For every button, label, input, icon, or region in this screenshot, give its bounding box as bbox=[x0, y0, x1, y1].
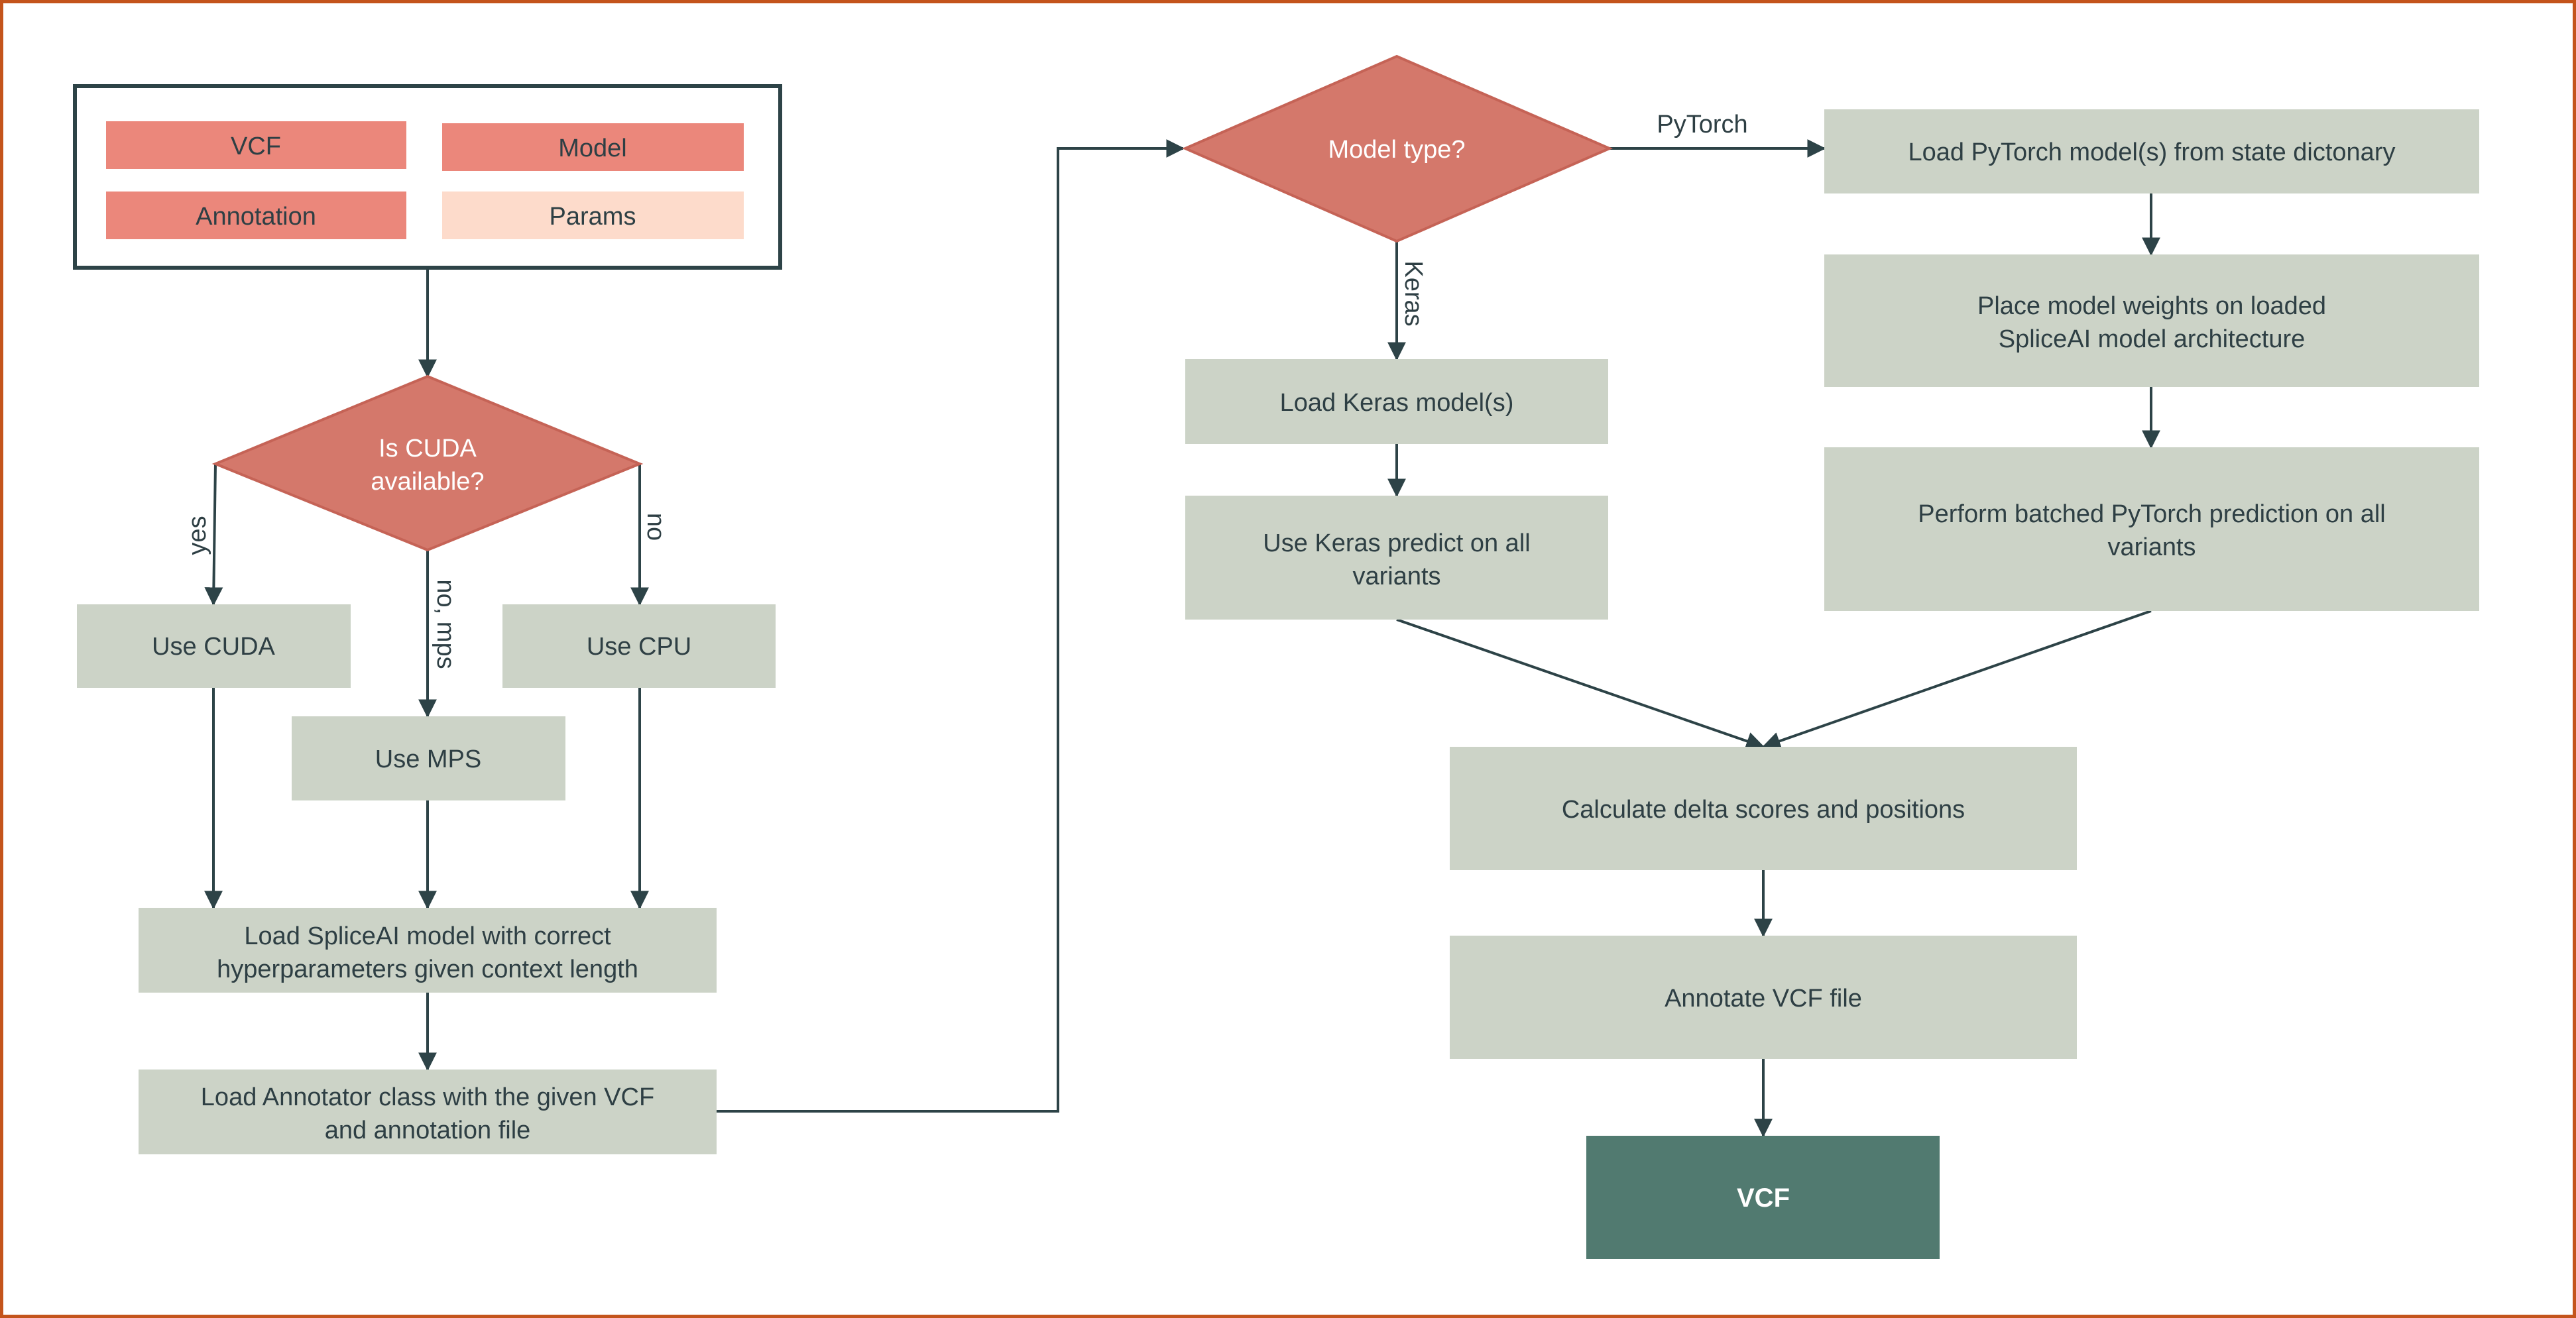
edge-annotator-to-model-type bbox=[716, 139, 1185, 1113]
decision-model-type-shape bbox=[1182, 54, 1613, 243]
step-load-model-line-2: hyperparameters given context length bbox=[217, 956, 638, 983]
step-load-keras: Load Keras model(s) bbox=[1185, 359, 1608, 444]
device-mps: Use MPS bbox=[292, 716, 565, 800]
input-params: Params bbox=[442, 192, 744, 239]
output-vcf: VCF bbox=[1586, 1136, 1940, 1259]
edges bbox=[204, 139, 2160, 1138]
step-delta-scores: Calculate delta scores and positions bbox=[1450, 747, 2077, 870]
step-load-annotator-line-1: Load Annotator class with the given VCF bbox=[201, 1083, 654, 1111]
input-annotation-label: Annotation bbox=[196, 203, 316, 231]
decision-cuda-shape bbox=[211, 374, 644, 552]
step-place-weights-line-1: Place model weights on loaded bbox=[1977, 292, 2326, 320]
step-place-weights-line-2: SpliceAI model architecture bbox=[1999, 325, 2306, 353]
device-cuda-box bbox=[77, 604, 351, 688]
step-annotate-vcf: Annotate VCF file bbox=[1450, 936, 2077, 1059]
input-group: VCF Model Annotation Params bbox=[73, 84, 782, 270]
edge-pytorch-predict-to-delta bbox=[1761, 610, 2152, 750]
edge-keras-predict-to-delta bbox=[1396, 618, 1765, 750]
device-mps-label: Use MPS bbox=[375, 745, 481, 773]
decision-model-type: Model type? bbox=[1182, 54, 1613, 243]
input-model: Model bbox=[442, 123, 744, 171]
step-load-model-box bbox=[139, 908, 717, 993]
input-group-border bbox=[73, 84, 782, 270]
step-keras-predict-box bbox=[1185, 496, 1608, 620]
input-annotation: Annotation bbox=[106, 192, 406, 239]
decision-cuda-line-1: Is CUDA bbox=[379, 435, 477, 463]
device-cpu: Use CPU bbox=[502, 604, 776, 688]
step-pytorch-predict-box bbox=[1824, 447, 2479, 611]
step-load-pytorch: Load PyTorch model(s) from state dictona… bbox=[1824, 109, 2479, 193]
step-delta-scores-label: Calculate delta scores and positions bbox=[1562, 796, 1965, 824]
step-place-weights: Place model weights on loaded SpliceAI m… bbox=[1824, 254, 2479, 387]
edge-label-yes: yes bbox=[184, 516, 211, 555]
output-vcf-label: VCF bbox=[1737, 1183, 1790, 1213]
device-cpu-box bbox=[502, 604, 776, 688]
step-load-pytorch-label: Load PyTorch model(s) from state dictona… bbox=[1908, 138, 2396, 166]
input-vcf-box bbox=[106, 121, 406, 169]
step-keras-predict-line-2: variants bbox=[1352, 563, 1440, 590]
step-load-keras-box bbox=[1185, 359, 1608, 444]
step-load-model: Load SpliceAI model with correct hyperpa… bbox=[139, 908, 717, 993]
step-keras-predict: Use Keras predict on all variants bbox=[1185, 496, 1608, 620]
edge-label-keras: Keras bbox=[1399, 260, 1427, 326]
edge-cuda-yes bbox=[204, 463, 223, 606]
step-pytorch-predict-line-1: Perform batched PyTorch prediction on al… bbox=[1918, 500, 2385, 528]
device-cpu-label: Use CPU bbox=[587, 633, 691, 661]
step-load-pytorch-box bbox=[1824, 109, 2479, 193]
step-load-keras-label: Load Keras model(s) bbox=[1280, 389, 1514, 417]
input-model-box bbox=[442, 123, 744, 171]
step-place-weights-box bbox=[1824, 254, 2479, 387]
step-load-annotator: Load Annotator class with the given VCF … bbox=[139, 1070, 717, 1154]
input-vcf: VCF bbox=[106, 121, 406, 169]
input-vcf-label: VCF bbox=[231, 133, 281, 160]
output-vcf-box bbox=[1586, 1136, 1940, 1259]
input-annotation-box bbox=[106, 192, 406, 239]
device-cuda-label: Use CUDA bbox=[152, 633, 275, 661]
step-delta-scores-box bbox=[1450, 747, 2077, 870]
edge-label-no-mps: no, mps bbox=[432, 579, 459, 669]
decision-model-type-label: Model type? bbox=[1328, 136, 1465, 164]
step-load-model-line-1: Load SpliceAI model with correct bbox=[244, 922, 611, 950]
device-cuda: Use CUDA bbox=[77, 604, 351, 688]
step-pytorch-predict: Perform batched PyTorch prediction on al… bbox=[1824, 447, 2479, 611]
device-mps-box bbox=[292, 716, 565, 800]
step-annotate-vcf-box bbox=[1450, 936, 2077, 1059]
step-keras-predict-line-1: Use Keras predict on all bbox=[1263, 529, 1530, 557]
step-pytorch-predict-line-2: variants bbox=[2107, 533, 2195, 561]
step-load-annotator-box bbox=[139, 1070, 717, 1154]
input-params-label: Params bbox=[550, 203, 636, 231]
edge-label-pytorch: PyTorch bbox=[1657, 111, 1747, 138]
decision-cuda-line-2: available? bbox=[371, 468, 484, 496]
edge-label-no: no bbox=[642, 513, 670, 541]
decision-cuda: Is CUDA available? bbox=[211, 374, 644, 552]
step-load-annotator-line-2: and annotation file bbox=[325, 1117, 531, 1144]
input-model-label: Model bbox=[558, 135, 627, 162]
step-annotate-vcf-label: Annotate VCF file bbox=[1665, 985, 1862, 1013]
input-params-box bbox=[442, 192, 744, 239]
